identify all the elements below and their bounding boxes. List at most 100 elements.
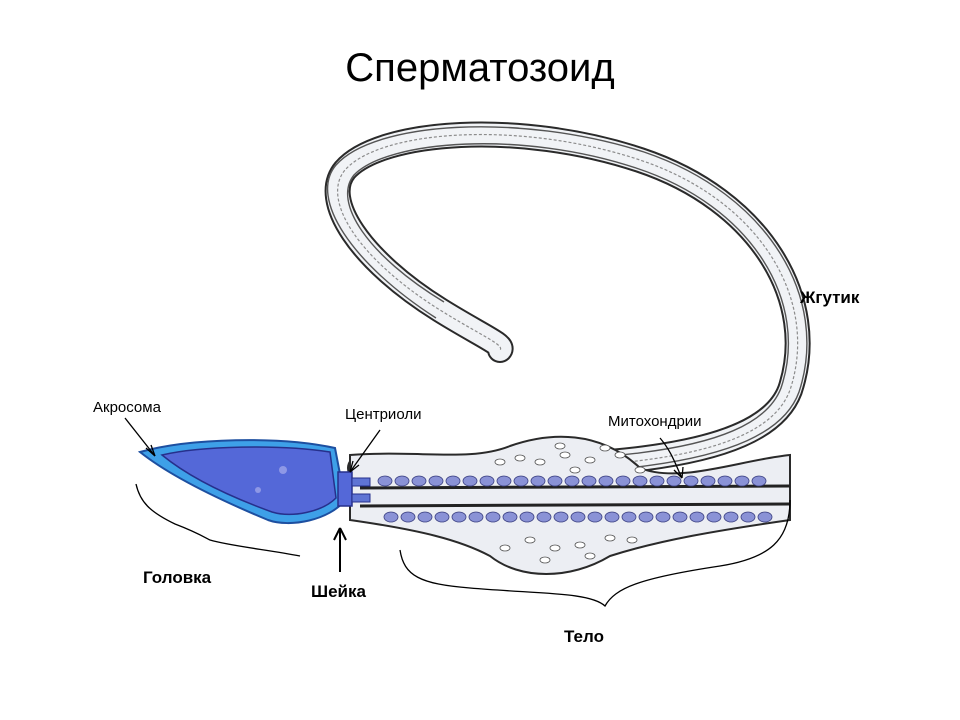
head [137, 439, 347, 524]
centrioles-pointer [349, 429, 381, 473]
mitochondrion [496, 475, 512, 487]
head-brace [135, 483, 301, 557]
mitochondrion [581, 475, 597, 487]
mitochondrion [666, 475, 682, 487]
mitochondrion [757, 511, 773, 523]
mitochondria-row-bottom [383, 511, 773, 523]
mitochondrion [621, 511, 637, 523]
mitochondrion [655, 511, 671, 523]
granule [599, 444, 611, 452]
mitochondria-pointer [659, 437, 683, 479]
mitochondrion [536, 511, 552, 523]
mitochondrion [400, 511, 416, 523]
granule [499, 544, 511, 552]
granule [626, 536, 638, 544]
mitochondria-pointer-head [673, 466, 684, 479]
flagellum-fiber-a [346, 143, 790, 463]
midpiece [349, 435, 791, 575]
granule [514, 454, 526, 462]
mitochondrion [428, 475, 444, 487]
nucleus-spot [255, 487, 261, 493]
granule [584, 552, 596, 560]
mitochondrion [638, 511, 654, 523]
mitochondrion [706, 511, 722, 523]
mitochondrion [649, 475, 665, 487]
flagellum-fiber-b [326, 126, 808, 477]
mitochondrion [683, 475, 699, 487]
body-brace [399, 499, 791, 608]
mitochondrion [502, 511, 518, 523]
mitochondrion [547, 475, 563, 487]
granule [554, 442, 566, 450]
axial-filament-bottom [359, 502, 791, 508]
mitochondrion [445, 475, 461, 487]
acrosome-pointer-head [145, 444, 156, 457]
neck-label: Шейка [311, 582, 366, 601]
mitochondria-label: Митохондрии [608, 413, 702, 430]
mitochondrion [383, 511, 399, 523]
mitochondrion [462, 475, 478, 487]
mitochondrion [377, 475, 393, 487]
centrioles [337, 471, 371, 507]
granule [549, 544, 561, 552]
centriole-distal [351, 493, 371, 503]
mitochondrion [604, 511, 620, 523]
flagellum-axoneme [337, 133, 799, 471]
flagellum [324, 121, 811, 482]
granule [574, 541, 586, 549]
cytoplasm-granules [494, 442, 646, 564]
body-label: Тело [564, 627, 604, 646]
mitochondrion [417, 511, 433, 523]
braces [135, 483, 791, 608]
centrioles-pointer-head [349, 460, 360, 473]
mitochondrion [564, 475, 580, 487]
mitochondrion [723, 511, 739, 523]
mitochondrion [485, 511, 501, 523]
flagellum-label: Жгутик [800, 288, 860, 307]
granule [584, 456, 596, 464]
pointers [124, 417, 684, 572]
mitochondrion [519, 511, 535, 523]
granule [569, 466, 581, 474]
mitochondrion [615, 475, 631, 487]
granule [604, 534, 616, 542]
granule [559, 451, 571, 459]
flagellum-fill [326, 123, 809, 480]
centrioles-label: Центриоли [345, 406, 422, 423]
mitochondrion [632, 475, 648, 487]
mitochondrion [434, 511, 450, 523]
mitochondrion [740, 511, 756, 523]
granule [524, 536, 536, 544]
slide-title: Сперматозоид [345, 46, 615, 90]
mitochondrion [587, 511, 603, 523]
mitochondrion [394, 475, 410, 487]
mitochondrion [672, 511, 688, 523]
neck-arrow-head [333, 527, 347, 541]
mitochondrion [451, 511, 467, 523]
mitochondrion [570, 511, 586, 523]
granule [614, 451, 626, 459]
mitochondrion [734, 475, 750, 487]
nucleus-spot [279, 466, 287, 474]
centriole-distal [351, 477, 371, 487]
head-label: Головка [143, 568, 212, 587]
centriole-proximal [337, 471, 353, 507]
granule [634, 466, 646, 474]
mitochondrion [751, 475, 767, 487]
mitochondrion [717, 475, 733, 487]
nucleus [160, 446, 337, 516]
mitochondrion [553, 511, 569, 523]
mitochondrion [700, 475, 716, 487]
mitochondria-row-top [377, 475, 767, 487]
mitochondrion [468, 511, 484, 523]
mitochondrion [513, 475, 529, 487]
granule [494, 458, 506, 466]
granule [539, 556, 551, 564]
mitochondrion [689, 511, 705, 523]
acrosome-pointer [124, 417, 156, 457]
mitochondrion [598, 475, 614, 487]
acrosome-label: Акросома [93, 399, 161, 416]
mitochondrion [530, 475, 546, 487]
